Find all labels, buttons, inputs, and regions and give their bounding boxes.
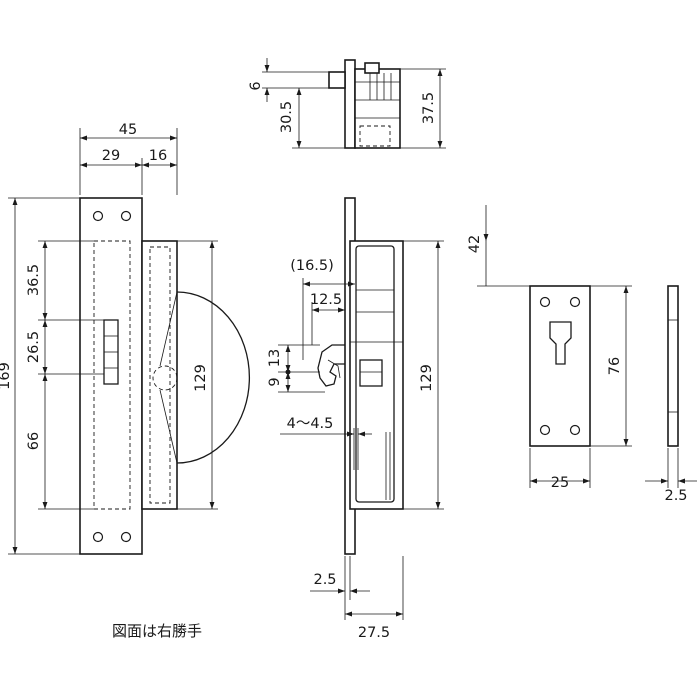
dim-strike-42: 42: [467, 235, 483, 253]
dim-side-16-5: (16.5): [290, 258, 334, 274]
dim-strike-2-5: 2.5: [664, 488, 687, 504]
dim-front-29: 29: [102, 148, 120, 164]
strike-plate-edge: [667, 285, 679, 447]
latch-hook: [317, 344, 345, 387]
dim-strike-25: 25: [551, 475, 569, 491]
dim-front-45: 45: [119, 122, 137, 138]
screw-hole: [120, 210, 132, 222]
screw-hole: [569, 296, 581, 308]
strike-plate-view: 42 76 25 2.5: [467, 205, 697, 504]
dim-front-16: 16: [149, 148, 167, 164]
dim-side-2-5: 2.5: [313, 572, 336, 588]
screw-hole: [92, 210, 104, 222]
screw-hole: [539, 424, 551, 436]
front-view-box: [141, 240, 178, 510]
dim-front-36-5: 36.5: [26, 264, 42, 296]
strike-opening: [549, 321, 572, 365]
dim-side-13: 13: [267, 349, 283, 367]
front-view-plate: [79, 197, 143, 555]
screw-hole: [92, 531, 104, 543]
dim-side-27-5: 27.5: [358, 625, 390, 641]
dim-front-26-5: 26.5: [26, 331, 42, 363]
dim-strike-76: 76: [607, 357, 623, 375]
top-view-body: [354, 68, 401, 149]
side-view: (16.5) 12.5 13 9 4～4.5 129 2.5 27.5: [267, 197, 444, 641]
dim-front-129: 129: [193, 364, 209, 392]
top-view: 6 30.5 37.5: [248, 58, 446, 149]
dim-top-37-5: 37.5: [421, 92, 437, 124]
front-view: 45 29 16 169 36.5 26.5 66 129: [0, 122, 251, 555]
dim-side-4-4-5: 4～4.5: [287, 416, 334, 432]
swing-arc: [176, 291, 251, 464]
top-view-faceplate: [344, 59, 356, 149]
screw-hole: [120, 531, 132, 543]
dim-top-30-5: 30.5: [279, 101, 295, 133]
drawing-note: 図面は右勝手: [112, 622, 202, 640]
dim-side-129: 129: [419, 364, 435, 392]
dim-side-9: 9: [267, 377, 283, 386]
side-view-latch-block: [359, 359, 383, 387]
dim-front-169: 169: [0, 362, 13, 390]
top-view-bolt: [328, 71, 346, 89]
dim-top-6: 6: [248, 81, 264, 90]
strike-plate: [529, 285, 591, 447]
dim-front-66: 66: [26, 432, 42, 450]
screw-hole: [539, 296, 551, 308]
screw-hole: [569, 424, 581, 436]
dim-side-12-5: 12.5: [310, 292, 342, 308]
top-view-tab: [364, 62, 380, 74]
